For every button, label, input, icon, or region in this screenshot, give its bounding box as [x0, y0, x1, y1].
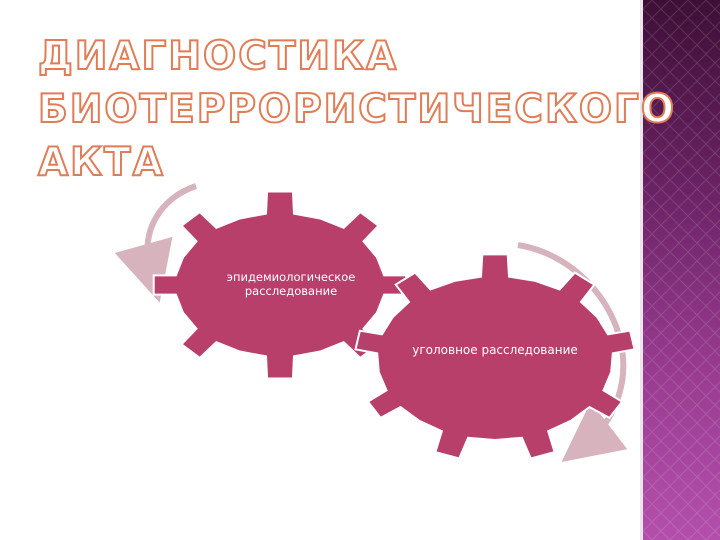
gear-label-epidemiological: эпидемиологическое расследование	[226, 270, 356, 298]
title-line-2: БИОТЕРРОРИСТИЧЕСКОГО	[37, 86, 676, 133]
arrow-circular-right	[517, 242, 628, 462]
gear-criminal	[354, 253, 636, 460]
decorative-sidebar	[643, 0, 720, 540]
sidebar-divider	[640, 0, 643, 540]
title-line-1: ДИАГНОСТИКА	[37, 33, 399, 80]
title-line-3: АКТА	[37, 139, 165, 186]
slide-title: ДИАГНОСТИКА БИОТЕРРОРИСТИЧЕСКОГО АКТА	[37, 30, 676, 189]
arrow-circular-left	[114, 183, 198, 303]
gear-diagram	[114, 183, 636, 462]
gear-epidemiological	[152, 190, 408, 380]
diamond-pattern	[643, 0, 720, 540]
gear-label-criminal: уголовное расследование	[412, 343, 578, 357]
